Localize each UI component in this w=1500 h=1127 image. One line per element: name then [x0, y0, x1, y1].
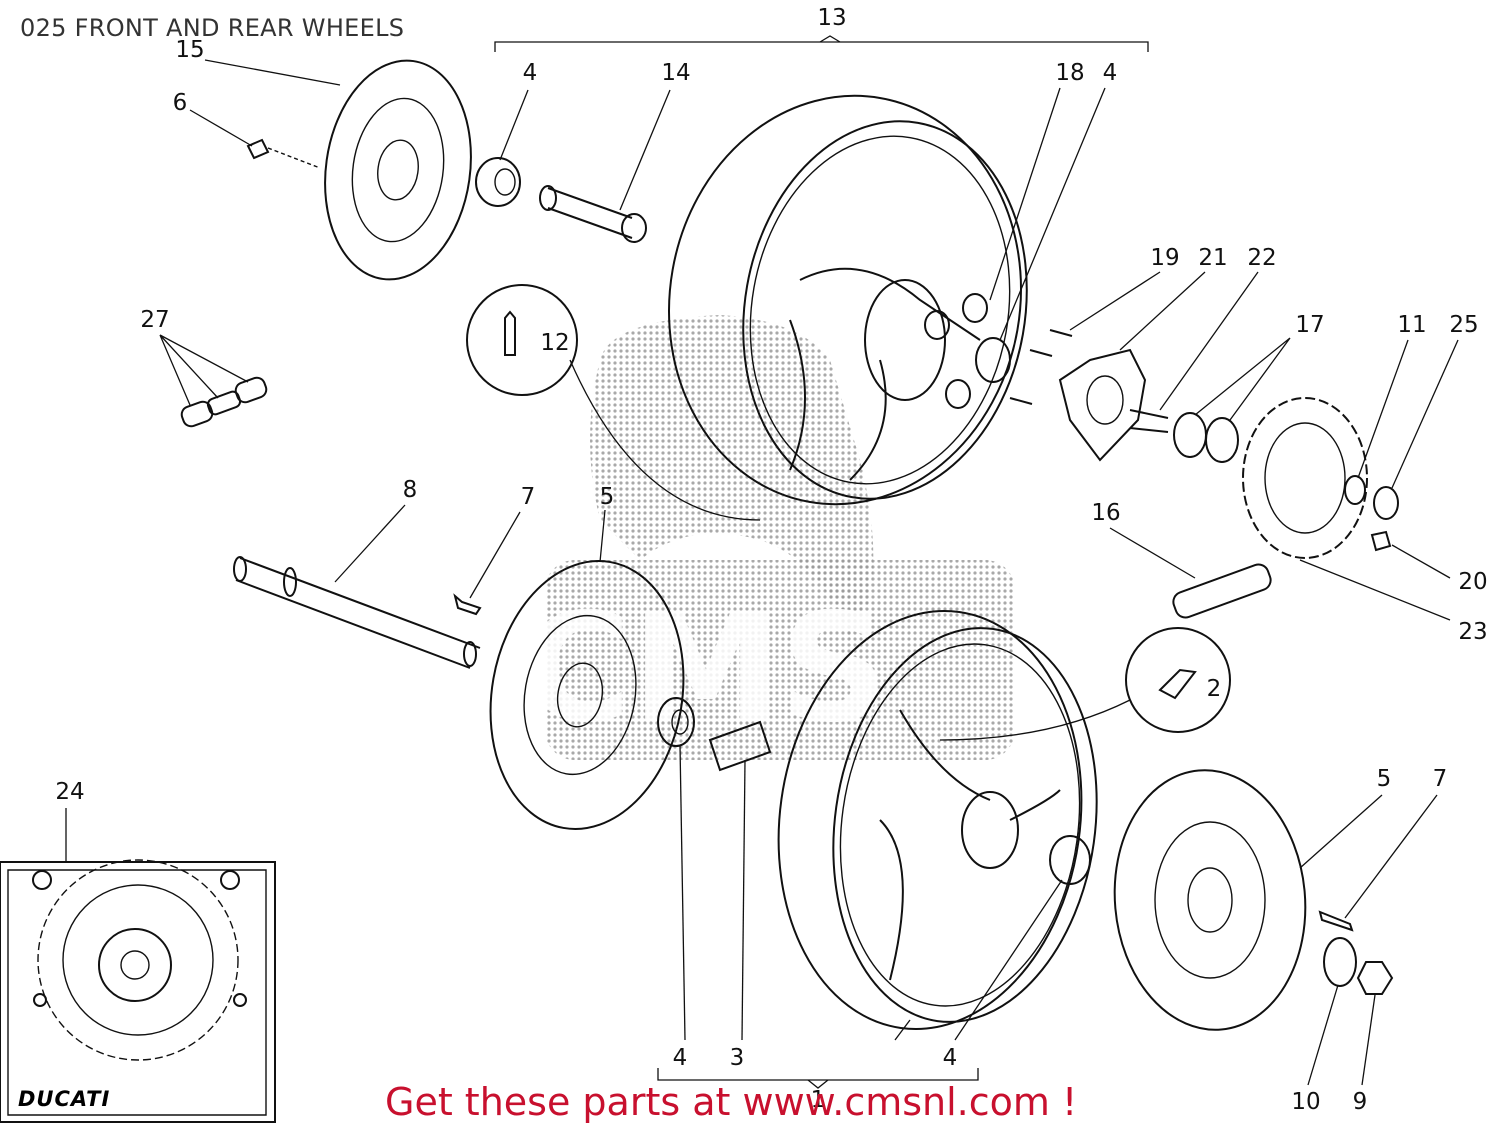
- callout-23: 23: [1458, 619, 1488, 645]
- callout-19: 19: [1150, 245, 1180, 271]
- callout-8: 8: [402, 477, 418, 503]
- rear-brake-disc: [324, 59, 472, 281]
- valve-detail-rear: [466, 284, 761, 521]
- callout-9: 9: [1352, 1089, 1368, 1115]
- hub-studs: [924, 293, 1011, 409]
- front-bearing-and-spacer: [657, 697, 772, 772]
- front-brake-disc-right: [1113, 769, 1307, 1031]
- callout-18: 18: [1055, 60, 1085, 86]
- callout-2: 2: [1206, 676, 1222, 702]
- callout-16: 16: [1091, 500, 1121, 526]
- front-wheel: [777, 609, 1098, 1031]
- front-brake-disc-left: [489, 560, 685, 830]
- callout-4-right: 4: [1102, 60, 1118, 86]
- callout-3: 3: [729, 1045, 745, 1071]
- callout-1: 1: [810, 1087, 826, 1113]
- rear-sprocket: [1242, 397, 1399, 559]
- disc-bolt: [246, 138, 321, 169]
- valve-detail-front: [939, 627, 1231, 741]
- axle-nut-and-washer: [1318, 910, 1394, 995]
- callout-21: 21: [1198, 245, 1228, 271]
- callout-5-left: 5: [599, 484, 615, 510]
- callout-11: 11: [1397, 312, 1427, 338]
- diagram-title: 025 FRONT AND REAR WHEELS: [20, 14, 405, 42]
- bracket-1: [657, 1068, 979, 1089]
- callout-6: 6: [172, 90, 188, 116]
- callout-27: 27: [140, 307, 170, 333]
- front-bearing-right: [1049, 835, 1091, 885]
- rear-wheel: [668, 94, 1028, 506]
- callout-7-left: 7: [520, 484, 536, 510]
- watermark-text: CMS: [521, 582, 888, 756]
- callout-13: 13: [817, 5, 847, 31]
- chain-link: [1172, 563, 1272, 619]
- sprocket-tool-plate: [0, 859, 276, 1123]
- callout-20: 20: [1458, 569, 1488, 595]
- callout-17: 17: [1295, 312, 1325, 338]
- callout-5-right: 5: [1376, 766, 1392, 792]
- bracket-13: [494, 35, 1149, 52]
- callout-25: 25: [1449, 312, 1479, 338]
- callout-24: 24: [55, 779, 85, 805]
- bearing-and-spacer: [475, 157, 647, 243]
- callout-14: 14: [661, 60, 691, 86]
- ducati-brand-label: DUCATI: [18, 1087, 111, 1111]
- chain-master-link: [180, 376, 268, 428]
- leader-lines: [65, 59, 1459, 1086]
- callout-4-top: 4: [522, 60, 538, 86]
- callout-7-right: 7: [1432, 766, 1448, 792]
- cms-watermark: CMS: [521, 315, 1015, 760]
- callout-22: 22: [1247, 245, 1277, 271]
- callout-12: 12: [540, 330, 570, 356]
- callout-4-bottom-left: 4: [672, 1045, 688, 1071]
- callout-4-bottom-right: 4: [942, 1045, 958, 1071]
- promo-link[interactable]: Get these parts at www.cmsnl.com !: [385, 1080, 1078, 1124]
- caliper-bolt-left: [453, 593, 482, 616]
- front-axle: [233, 556, 481, 669]
- callout-10: 10: [1291, 1089, 1321, 1115]
- sprocket-carrier: [1009, 329, 1239, 463]
- callout-15: 15: [175, 37, 205, 63]
